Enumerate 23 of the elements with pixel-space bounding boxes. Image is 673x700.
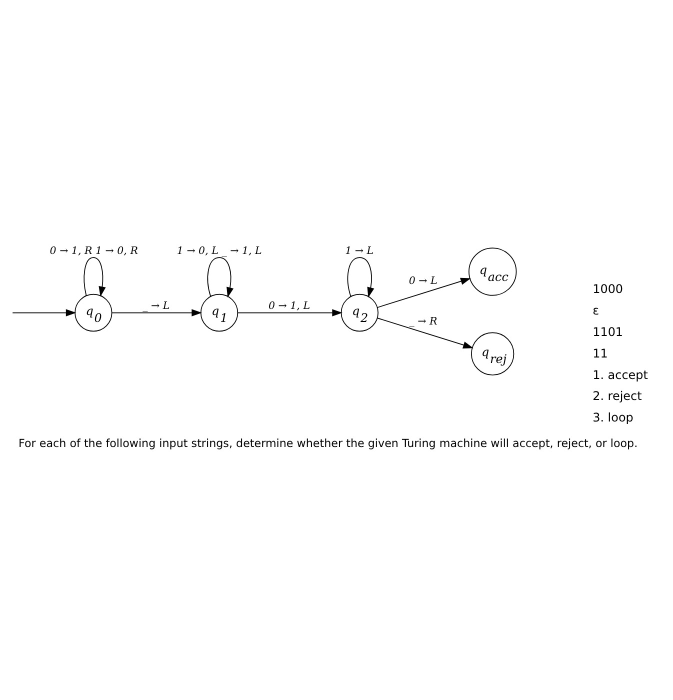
edge-label: 0 → 1, L xyxy=(268,300,310,312)
arrow xyxy=(207,257,234,298)
edge-label: _ → L xyxy=(142,300,170,312)
arrow xyxy=(84,257,106,297)
label: 3. loop xyxy=(592,410,634,425)
label: ε xyxy=(592,304,600,318)
arrow xyxy=(376,278,471,308)
edge-label: _ → R xyxy=(409,315,438,328)
edge-label: 0 → 1, R 1 → 0, R xyxy=(50,244,138,257)
edge-label: 0 → L xyxy=(408,275,438,288)
label: 1101 xyxy=(592,325,624,340)
arrow xyxy=(237,309,342,316)
edge-label: 1 → 0, L _ → 1, L xyxy=(176,244,262,257)
label: 1000 xyxy=(592,282,624,296)
arrow xyxy=(347,257,374,298)
arrow xyxy=(376,318,474,348)
caption: For each of the following input strings, determine whether the given Turing machine will accept, reject, or loop. xyxy=(18,437,638,450)
label: 1. accept xyxy=(592,368,648,382)
label: 2. reject xyxy=(592,389,642,404)
arrow xyxy=(12,309,76,316)
arrow xyxy=(112,309,202,316)
edge-label: 1 → L xyxy=(345,244,374,257)
label: 11 xyxy=(592,346,608,360)
